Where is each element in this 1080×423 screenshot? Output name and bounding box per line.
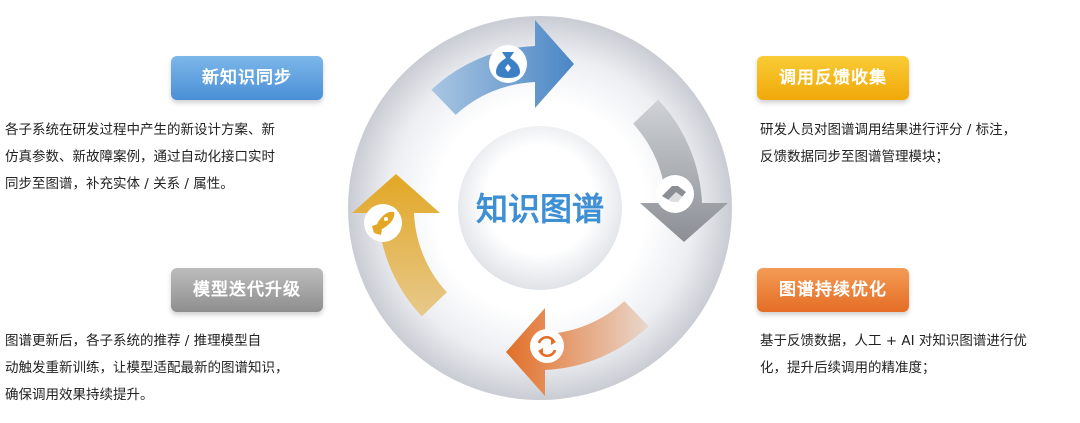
handshake-icon [656,175,694,213]
refresh-icon [530,329,564,363]
desc-feedback-collection: 研发人员对图谱调用结果进行评分 / 标注， 反馈数据同步至图谱管理模块； [760,117,1078,171]
desc-new-knowledge-sync: 各子系统在研发过程中产生的新设计方案、新 仿真参数、新故障案例，通过自动化接口实… [5,117,330,198]
arrow-right [633,99,728,242]
desc-line: 仿真参数、新故障案例，通过自动化接口实时 [5,149,275,165]
label-model-iteration: 模型迭代升级 [171,268,323,312]
desc-line: 研发人员对图谱调用结果进行评分 / 标注， [760,122,1017,138]
desc-line: 图谱更新后，各子系统的推荐 / 推理模型自 [5,333,262,349]
label-feedback-collection: 调用反馈收集 [757,56,909,100]
desc-line: 反馈数据同步至图谱管理模块； [760,149,949,165]
desc-model-iteration: 图谱更新后，各子系统的推荐 / 推理模型自 动触发重新训练，让模型适配最新的图谱… [5,328,333,409]
desc-line: 化，提升后续调用的精准度； [760,360,936,376]
center-title: 知识图谱 [476,190,604,228]
label-new-knowledge-sync: 新知识同步 [171,56,323,100]
label-graph-optimization: 图谱持续优化 [757,268,909,312]
desc-line: 确保调用效果持续提升。 [5,387,154,403]
desc-line: 动触发重新训练，让模型适配最新的图谱知识， [5,360,289,376]
rocket-icon [364,204,402,242]
desc-line: 各子系统在研发过程中产生的新设计方案、新 [5,122,275,138]
desc-line: 基于反馈数据，人工 + AI 对知识图谱进行优 [760,333,1027,349]
arrow-bottom [506,301,649,396]
desc-graph-optimization: 基于反馈数据，人工 + AI 对知识图谱进行优 化，提升后续调用的精准度； [760,328,1078,382]
desc-line: 同步至图谱，补充实体 / 关系 / 属性。 [5,176,234,192]
inner-circle [458,126,622,290]
money-bag-icon [489,45,527,83]
